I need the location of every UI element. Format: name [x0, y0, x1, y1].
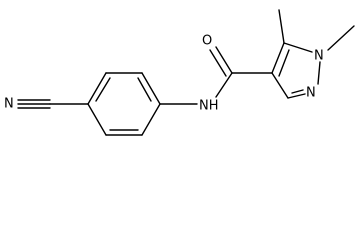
ring-bond [287, 93, 306, 99]
benzene-ring [87, 72, 161, 136]
ring-double-bond [278, 49, 290, 77]
ring-bond [271, 72, 289, 99]
amide-nh-label: NH [199, 99, 219, 114]
carbonyl-double-bond [215, 46, 233, 74]
nitrile-n-label: N [4, 97, 14, 112]
ring-n-methyl-label: N [314, 49, 324, 64]
pyrazole-ring [271, 42, 321, 99]
ring-bond [283, 42, 313, 53]
n-methyl-bond [327, 25, 355, 51]
carbonyl-group [209, 46, 233, 77]
ring-bond [87, 72, 107, 105]
ring-double-bond [291, 89, 304, 94]
c-methyl-bond [278, 9, 285, 44]
molecule-diagram: N NH O N N [4, 9, 355, 136]
nitrile-group [17, 99, 89, 109]
ring-n-label: N [306, 86, 316, 101]
ring-bond [141, 72, 161, 105]
carbonyl-o-label: O [202, 34, 212, 49]
ring-bond [317, 61, 321, 85]
ring-bond [141, 103, 161, 136]
ring-double-bond [95, 77, 111, 102]
ring-double-bond [137, 77, 152, 102]
ring-bond [271, 42, 285, 74]
carbonyl-double-bond [209, 49, 227, 77]
structure-drawing: N NH O N N [4, 9, 355, 136]
ring-bond [87, 103, 107, 136]
nh-carbonyl-bond [215, 72, 233, 98]
